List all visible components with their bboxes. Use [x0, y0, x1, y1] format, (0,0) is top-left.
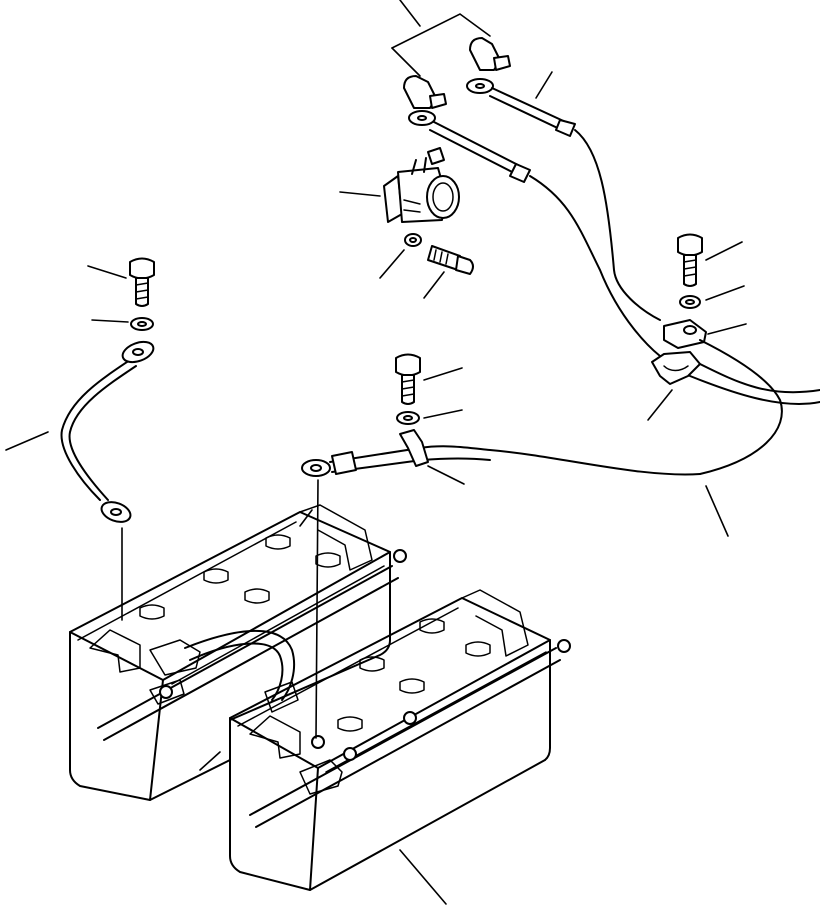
jumper-cable — [60, 340, 155, 523]
ground-cable — [689, 339, 820, 475]
battery-front — [229, 589, 571, 891]
battery-rear-caps — [139, 534, 341, 620]
battery-front-caps — [337, 618, 491, 732]
battery-relay — [383, 147, 460, 223]
clamp-right-lower — [651, 351, 701, 385]
bolt-center — [395, 353, 421, 405]
leader-lines — [5, 0, 747, 905]
terminal-caps — [403, 37, 511, 109]
relay-bolt — [427, 245, 474, 275]
jumper-battery-cable — [184, 630, 299, 713]
clamp-right-upper — [663, 319, 707, 349]
ground-cable-center — [301, 445, 701, 477]
clamp-center — [399, 429, 429, 467]
bolt-right — [677, 233, 703, 287]
relay-cable-b — [408, 110, 661, 357]
bolt-left — [129, 257, 155, 307]
battery-rear — [69, 504, 407, 801]
relay-cable-a — [466, 78, 661, 321]
